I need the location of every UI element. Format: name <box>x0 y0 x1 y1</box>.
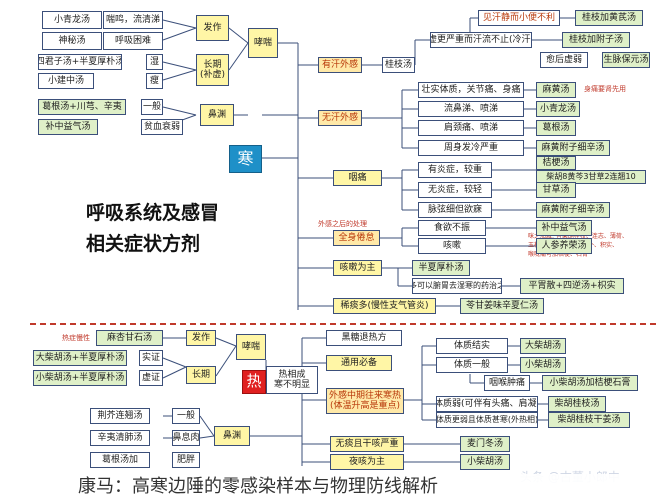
node-renshen: 人参养荣汤 <box>536 238 592 254</box>
node-xiao-qinglong2: 小青龙汤 <box>536 101 580 117</box>
node-pingwei: 平胃散+四逆汤+枳实 <box>520 278 624 294</box>
node-liu-bi: 流鼻涕、喷涕 <box>418 101 524 117</box>
node-duo-ke: 多可以腑胃去湿寒的药治之 <box>412 278 502 294</box>
node-ti-yiban: 体质一般 <box>436 357 508 373</box>
node-shiyu: 食欲不振 <box>418 220 486 236</box>
node-fa-zuo: 发作 <box>196 15 229 41</box>
node-geng-ruo: 体质更弱且体质甚寒(外热相) <box>436 412 538 428</box>
node-gegen-chuanxiong: 葛根汤+川芎、辛夷 <box>38 99 126 115</box>
node-xiaochaihu-jg: 小柴胡汤加桔梗石膏 <box>542 375 638 391</box>
node-buzhong2: 补中益气汤 <box>536 220 592 236</box>
node-xiao-chuan: 哮喘 <box>248 28 278 58</box>
note-after: 外感之后的处理 <box>318 220 367 228</box>
note-bi: 身痛要肾先用 <box>584 85 626 93</box>
node-fei-pang: 肥胖 <box>172 452 200 468</box>
node-xu-yang: 虚更严重而汗流不止(冷汗) <box>430 32 532 48</box>
node-mahuang-fuzi: 麻黄附子细辛汤 <box>536 140 610 156</box>
node-xinyi: 辛夷清肺汤 <box>90 430 150 446</box>
node-bi-xi: 鼻息肉 <box>172 430 200 446</box>
node-xiao-chaihu-last: 小柴胡汤 <box>460 454 510 470</box>
node-yu-hou: 愈后虚弱 <box>540 52 588 68</box>
node-chaihu: 柴胡8黄芩3甘草2连翘10 <box>536 170 646 184</box>
node-chaihu-ggj: 柴胡桂枝干姜汤 <box>548 412 630 428</box>
node-gegen: 葛根汤 <box>536 120 576 136</box>
node-banxia: 半夏厚朴汤 <box>412 260 470 276</box>
node-xiaochaihu-t: 小柴胡汤 <box>520 357 566 373</box>
node-you-yan: 有炎症，较重 <box>418 162 492 178</box>
node-wu-han: 无汗外感 <box>318 110 362 126</box>
note-chronic: 热症慢性 <box>62 334 90 342</box>
node-heat-yi-ban: 一般 <box>172 408 200 424</box>
node-xu-zheng: 虚证 <box>139 370 163 386</box>
node-gancao: 甘草汤 <box>536 182 576 198</box>
node-heat-bi-yuan: 鼻渊 <box>214 426 250 446</box>
node-hu-xi: 呼吸困难 <box>103 32 163 50</box>
node-mai-xi: 脉弦细但欲寐 <box>418 202 492 218</box>
node-shi-ti: 壮实体质，关节痛、身痛 <box>418 82 524 98</box>
node-ke-sou: 咳嗽 <box>418 238 486 254</box>
node-heat-root: 热 <box>242 370 266 394</box>
node-guizhi-fuzi: 桂枝加附子汤 <box>562 32 630 48</box>
node-jingjie: 荆芥连翘汤 <box>90 408 150 424</box>
node-shengmai: 生脉保元汤 <box>602 52 650 68</box>
node-dachaihu-t: 大柴胡汤 <box>520 338 566 354</box>
node-heat-xiao-chuan: 哮喘 <box>236 334 266 360</box>
node-hou-tong: 咽痛 <box>333 170 382 186</box>
node-mahuang: 麻黄汤 <box>536 82 576 98</box>
node-buzhong: 补中益气汤 <box>38 119 98 135</box>
node-yan-hou: 咽喉肿痛 <box>484 375 530 391</box>
node-heat-wu-han: 无痰且干咳严重 <box>330 436 404 452</box>
node-shi-zheng: 实证 <box>139 350 163 366</box>
footer-caption: 康马：高寒边陲的零感染样本与物理防线解析 <box>0 474 667 500</box>
node-you-han: 有汗外感 <box>318 57 362 73</box>
node-guizhi-tang: 桂枝汤 <box>382 57 415 73</box>
node-xiao-qinglong: 小青龙汤 <box>42 11 102 29</box>
node-xiao-jianzhong: 小建中汤 <box>38 73 94 89</box>
node-ke-sou-main: 咳嗽为主 <box>333 260 382 276</box>
node-gegen-tang: 葛根汤加 <box>90 452 150 468</box>
title-line-1: 呼吸系统及感冒 <box>86 202 220 224</box>
node-heat-chang-qi: 长期 <box>186 366 216 384</box>
node-dachaihu: 大柴胡汤+半夏厚朴汤 <box>33 350 127 366</box>
node-wu-yan: 无炎症，较轻 <box>418 182 492 198</box>
node-quan-shen: 全身倦怠 <box>333 230 380 246</box>
node-shen-mi: 神秘汤 <box>42 32 102 50</box>
node-re-jiao: 热相成 寒不明显 <box>266 366 318 394</box>
diagram-title: 呼吸系统及感冒 相关症状方剂 <box>86 198 306 260</box>
node-zhou-shen: 周身发冷严重 <box>418 140 524 156</box>
node-yi-ban: 一般 <box>141 99 163 115</box>
node-heat-fa-zuo: 发作 <box>186 330 216 346</box>
node-ye-sou: 夜咳为主 <box>330 454 404 470</box>
node-shou: 瘦 <box>146 73 163 89</box>
node-wai-gan: 外感中期往来寒热 (体温升高是重点) <box>326 388 404 414</box>
node-shi: 湿 <box>146 54 163 70</box>
node-tong-yong: 通用必备 <box>326 355 392 371</box>
node-ti-ruo: 体质弱(可伴有头痛、肩凝) <box>436 396 538 412</box>
node-guizhi-huangqi: 桂枝加黄芪汤 <box>575 10 643 26</box>
node-maimen: 麦门冬汤 <box>460 436 510 452</box>
node-sijunzi: 四君子汤+半夏厚朴汤 <box>38 54 122 70</box>
node-xiaochaihu: 小柴胡汤+半夏厚朴汤 <box>33 370 127 386</box>
node-ti-zhi: 体质结实 <box>436 338 508 354</box>
node-pin-xue: 贫血衰弱 <box>141 119 183 135</box>
node-bi-yuan: 鼻渊 <box>200 104 234 126</box>
node-hei-tang: 黑糖退热方 <box>326 330 402 346</box>
node-jian-han: 见汗静而小便不利 <box>478 10 560 26</box>
node-mahuang-fuzi2: 麻黄附子细辛汤 <box>536 202 610 218</box>
node-chaihu-gz: 柴胡桂枝汤 <box>548 396 606 412</box>
title-line-2: 相关症状方剂 <box>86 233 201 255</box>
node-xi-tan: 稀痰多(慢性支气管炎) <box>333 298 436 314</box>
node-maxing: 麻杏甘石汤 <box>96 330 163 346</box>
node-xiao-ming: 喘鸣，流清涕 <box>103 11 163 29</box>
node-cold-root: 寒 <box>229 145 262 173</box>
node-jian-bei: 肩颈痛、喷涕 <box>418 120 524 136</box>
node-jiegeng: 桔梗汤 <box>536 156 576 170</box>
node-ling-gan: 苓甘姜味辛夏仁汤 <box>460 298 544 314</box>
node-chang-qi: 长期 (补虚) <box>196 54 229 86</box>
